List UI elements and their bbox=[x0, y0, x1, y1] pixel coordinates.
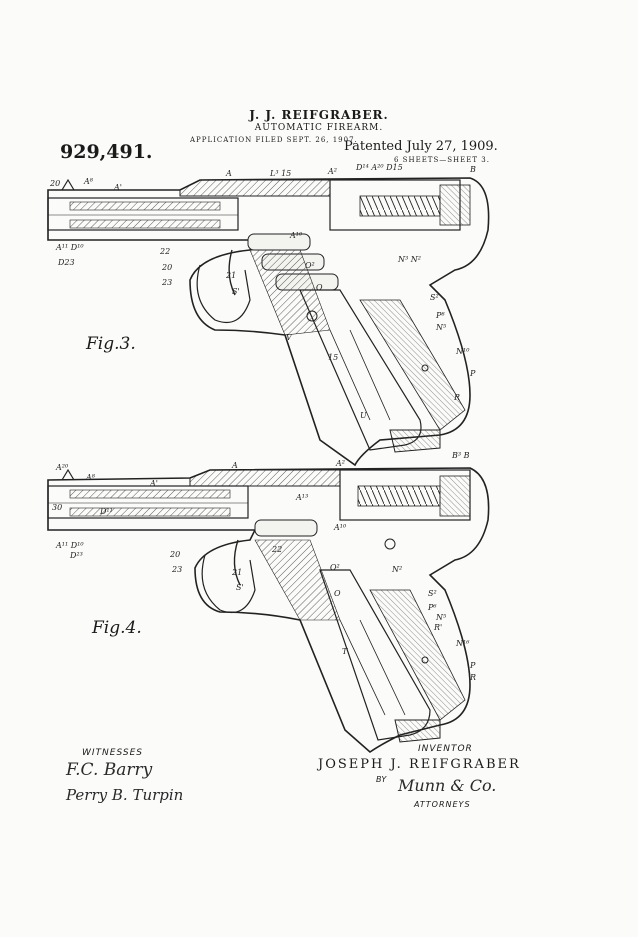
fig3-label-n2: N³ N² bbox=[397, 255, 421, 264]
fig3-label-a: A bbox=[225, 169, 232, 178]
fig3-label-s2: S² bbox=[430, 293, 439, 302]
fig3-label-a11: A¹¹ D¹⁰ bbox=[55, 243, 84, 252]
witnesses-label: WITNESSES bbox=[82, 748, 143, 758]
fig3-label-20b: 20 bbox=[161, 263, 172, 272]
fig4-label-a20: A²⁰ bbox=[55, 463, 69, 472]
fig3-label-r: R bbox=[453, 393, 460, 402]
fig3-label-p: P bbox=[469, 369, 476, 378]
fig4-label-r1: R' bbox=[433, 623, 442, 632]
fig3-label-l3: L³ 15 bbox=[269, 169, 291, 178]
fig3-label-d14: D¹⁴ A²⁰ D15 bbox=[355, 163, 403, 172]
fig3-label-a2: A² bbox=[327, 167, 337, 176]
fig3-label-22: 22 bbox=[159, 247, 170, 256]
fig4-label-n5: N⁵ bbox=[435, 613, 447, 622]
fig4-label-p: P bbox=[469, 661, 476, 670]
fig3-label-15: 15 bbox=[328, 353, 338, 362]
fig3-front-sight bbox=[62, 180, 74, 190]
fig4-label-n2: N² bbox=[391, 565, 402, 574]
fig4-label-a2: A² bbox=[335, 459, 345, 468]
fig3-floorplate bbox=[390, 430, 440, 452]
fig4-label-s1: S' bbox=[236, 583, 244, 592]
fig4-barrel-hatch-2 bbox=[70, 508, 230, 516]
fig3-label-a1: A' bbox=[113, 183, 122, 192]
fig4-rear-hatch bbox=[440, 476, 470, 516]
fig3-label-p8: P⁸ bbox=[435, 311, 445, 320]
fig3-rear-hatch bbox=[440, 185, 470, 225]
inventor-signature: JOSEPH J. REIFGRABER bbox=[318, 757, 521, 772]
fig3-label-a8: A⁸ bbox=[83, 177, 94, 186]
figure-3-drawing: 20 A⁸ A' A L³ 15 A² D¹⁴ A²⁰ D15 B A¹¹ D¹… bbox=[48, 163, 489, 465]
fig4-label-a8: A⁸ bbox=[85, 473, 96, 482]
attorneys-label: ATTORNEYS bbox=[414, 800, 471, 809]
by-label: BY bbox=[376, 775, 386, 784]
fig4-cartridge bbox=[255, 520, 317, 536]
witness-1-signature: F.C. Barry bbox=[66, 760, 152, 780]
attorney-signature: Munn & Co. bbox=[398, 776, 496, 795]
fig3-label-d23: D23 bbox=[57, 258, 75, 267]
fig4-label-21: 21 bbox=[231, 568, 242, 577]
fig3-trigger-guard bbox=[197, 265, 250, 323]
fig4-pin bbox=[385, 539, 395, 549]
fig4-floorplate bbox=[395, 720, 440, 742]
fig3-label-23: 23 bbox=[161, 278, 172, 287]
fig3-barrel-hatch-2 bbox=[70, 220, 220, 228]
fig4-grip-hatch bbox=[370, 590, 465, 720]
fig4-label-a13: A¹³ bbox=[295, 493, 308, 502]
fig4-trigger-guard bbox=[202, 555, 255, 613]
fig4-frame-hatch bbox=[255, 540, 340, 620]
fig4-barrel-hatch bbox=[70, 490, 230, 498]
fig4-label-p6: P⁶ bbox=[427, 603, 437, 612]
fig4-trigger bbox=[234, 540, 240, 585]
fig3-barrel-hatch bbox=[70, 202, 220, 210]
fig4-slide bbox=[190, 470, 340, 486]
fig3-label-a10: A¹⁰ bbox=[289, 231, 303, 240]
witness-2-signature: Perry B. Turpin bbox=[66, 786, 183, 804]
fig3-label-o2: O² bbox=[305, 261, 315, 270]
fig4-label-a10: A¹⁰ bbox=[333, 523, 347, 532]
fig4-label-o: O bbox=[334, 589, 341, 598]
fig3-label-21: 21 bbox=[225, 271, 236, 280]
fig4-label-a: A bbox=[231, 461, 238, 470]
figure-3-label: Fig.3. bbox=[86, 334, 136, 354]
fig4-recoil-spring bbox=[358, 486, 440, 506]
fig4-label-23: 23 bbox=[171, 565, 182, 574]
fig3-recoil-spring bbox=[360, 196, 440, 216]
fig4-label-a1: A' bbox=[149, 479, 158, 488]
fig4-label-b3: B³ B bbox=[451, 451, 470, 460]
fig3-label-b: B bbox=[469, 165, 476, 174]
fig4-label-a11: A¹¹ D¹⁰ bbox=[55, 541, 84, 550]
fig3-label-s1: S' bbox=[232, 287, 240, 296]
fig3-label-n5: N⁵ bbox=[435, 323, 447, 332]
fig4-label-22: 22 bbox=[271, 545, 282, 554]
figure-4-label: Fig.4. bbox=[92, 618, 142, 638]
fig3-label-u: U bbox=[360, 411, 367, 420]
fig4-label-r: R bbox=[469, 673, 476, 682]
fig4-label-t: T bbox=[342, 647, 348, 656]
fig4-label-o2: O² bbox=[330, 563, 340, 572]
inventor-label: INVENTOR bbox=[418, 744, 473, 754]
fig3-grip-hatch bbox=[360, 300, 465, 430]
fig3-slide bbox=[180, 180, 330, 196]
fig4-label-30: 30 bbox=[52, 503, 62, 512]
fig4-label-d11: D¹¹ bbox=[99, 507, 113, 516]
fig4-label-s2: S² bbox=[428, 589, 437, 598]
fig4-label-20: 20 bbox=[169, 550, 180, 559]
fig3-label-o: O bbox=[316, 283, 323, 292]
fig3-label-20: 20 bbox=[49, 179, 60, 188]
fig4-label-d23: D²³ bbox=[69, 551, 83, 560]
fig4-label-n16: N¹⁶ bbox=[455, 639, 470, 648]
fig3-label-n10: N¹⁰ bbox=[455, 347, 470, 356]
figure-4-drawing: A²⁰ A⁸ A' A A² B³ B 30 D¹¹ A¹³ A¹¹ D¹⁰ D… bbox=[48, 451, 489, 752]
